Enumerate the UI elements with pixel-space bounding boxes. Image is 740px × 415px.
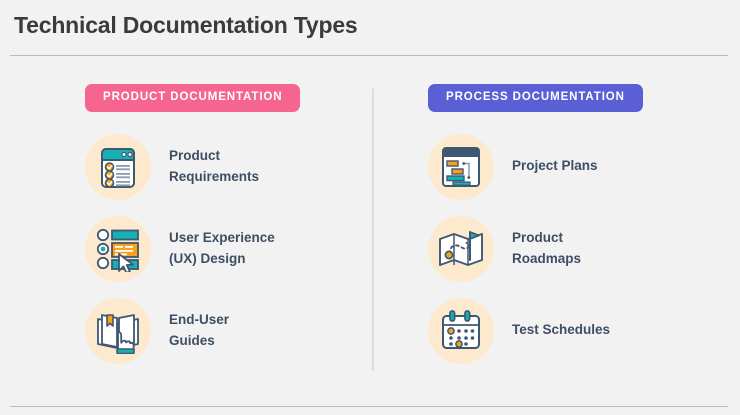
title-divider-rule xyxy=(10,55,728,56)
calendar-icon xyxy=(428,297,494,364)
list-item-label: User Experience (UX) Design xyxy=(169,229,275,266)
item-list-process: Project Plans Product Roadmaps xyxy=(428,126,728,372)
list-item-label: Product Requirements xyxy=(169,147,260,184)
list-item[interactable]: Test Schedules xyxy=(428,290,728,372)
page-title: Technical Documentation Types xyxy=(14,12,358,38)
map-flag-route-icon xyxy=(428,215,494,282)
list-item[interactable]: User Experience (UX) Design xyxy=(85,208,385,290)
column-product-documentation: PRODUCT DOCUMENTATION xyxy=(85,84,385,372)
list-item[interactable]: Project Plans xyxy=(428,126,728,208)
badge-process-documentation[interactable]: PROCESS DOCUMENTATION xyxy=(428,84,643,112)
radio-form-cursor-icon xyxy=(85,215,151,282)
open-book-hand-icon xyxy=(85,297,151,364)
column-process-documentation: PROCESS DOCUMENTATION xyxy=(428,84,728,372)
list-item-label: Test Schedules xyxy=(512,322,611,338)
list-item-label: End-User Guides xyxy=(169,311,230,348)
list-item-label: Project Plans xyxy=(512,158,598,174)
list-item[interactable]: Product Requirements xyxy=(85,126,385,208)
gantt-chart-icon xyxy=(428,133,494,200)
bottom-divider-rule xyxy=(10,406,728,407)
item-list-product: Product Requirements xyxy=(85,126,385,372)
badge-product-documentation[interactable]: PRODUCT DOCUMENTATION xyxy=(85,84,301,112)
checklist-document-icon xyxy=(85,133,151,200)
column-divider xyxy=(372,88,374,371)
list-item[interactable]: Product Roadmaps xyxy=(428,208,728,290)
list-item[interactable]: End-User Guides xyxy=(85,290,385,372)
list-item-label: Product Roadmaps xyxy=(512,229,582,266)
